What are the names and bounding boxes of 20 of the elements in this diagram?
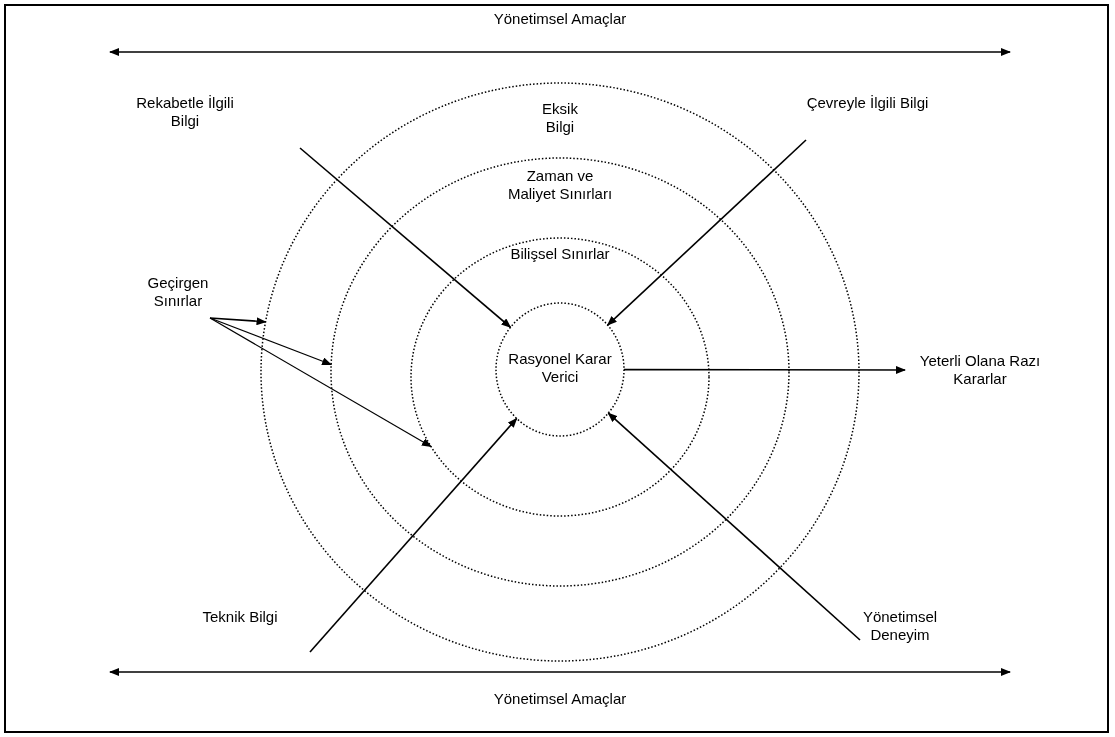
arrow	[606, 139, 807, 326]
arrow	[607, 412, 861, 641]
node-label: Rekabetle İlgili Bilgi	[135, 94, 235, 130]
arrow	[209, 317, 333, 366]
node-label: Rasyonel Karar Verici	[507, 350, 613, 386]
ring-label: Zaman ve Maliyet Sınırları	[506, 167, 614, 203]
node-label: Yönetimsel Deneyim	[861, 608, 939, 644]
label: Yönetimsel Amaçlar	[492, 10, 628, 28]
arrow	[623, 366, 906, 374]
node-label: Çevreyle İlgili Bilgi	[805, 94, 930, 112]
node-label: Yeterli Olana Razı Kararlar	[918, 352, 1042, 388]
arrow	[309, 417, 518, 653]
node-label: Teknik Bilgi	[201, 608, 279, 626]
arrow	[209, 317, 432, 448]
ring-label: Eksik Bilgi	[541, 100, 579, 136]
ring-label: Bilişsel Sınırlar	[509, 245, 611, 263]
label: Yönetimsel Amaçlar	[492, 690, 628, 708]
arrow	[299, 147, 512, 329]
arrow	[209, 317, 267, 326]
node-label: Geçirgen Sınırlar	[146, 274, 210, 310]
